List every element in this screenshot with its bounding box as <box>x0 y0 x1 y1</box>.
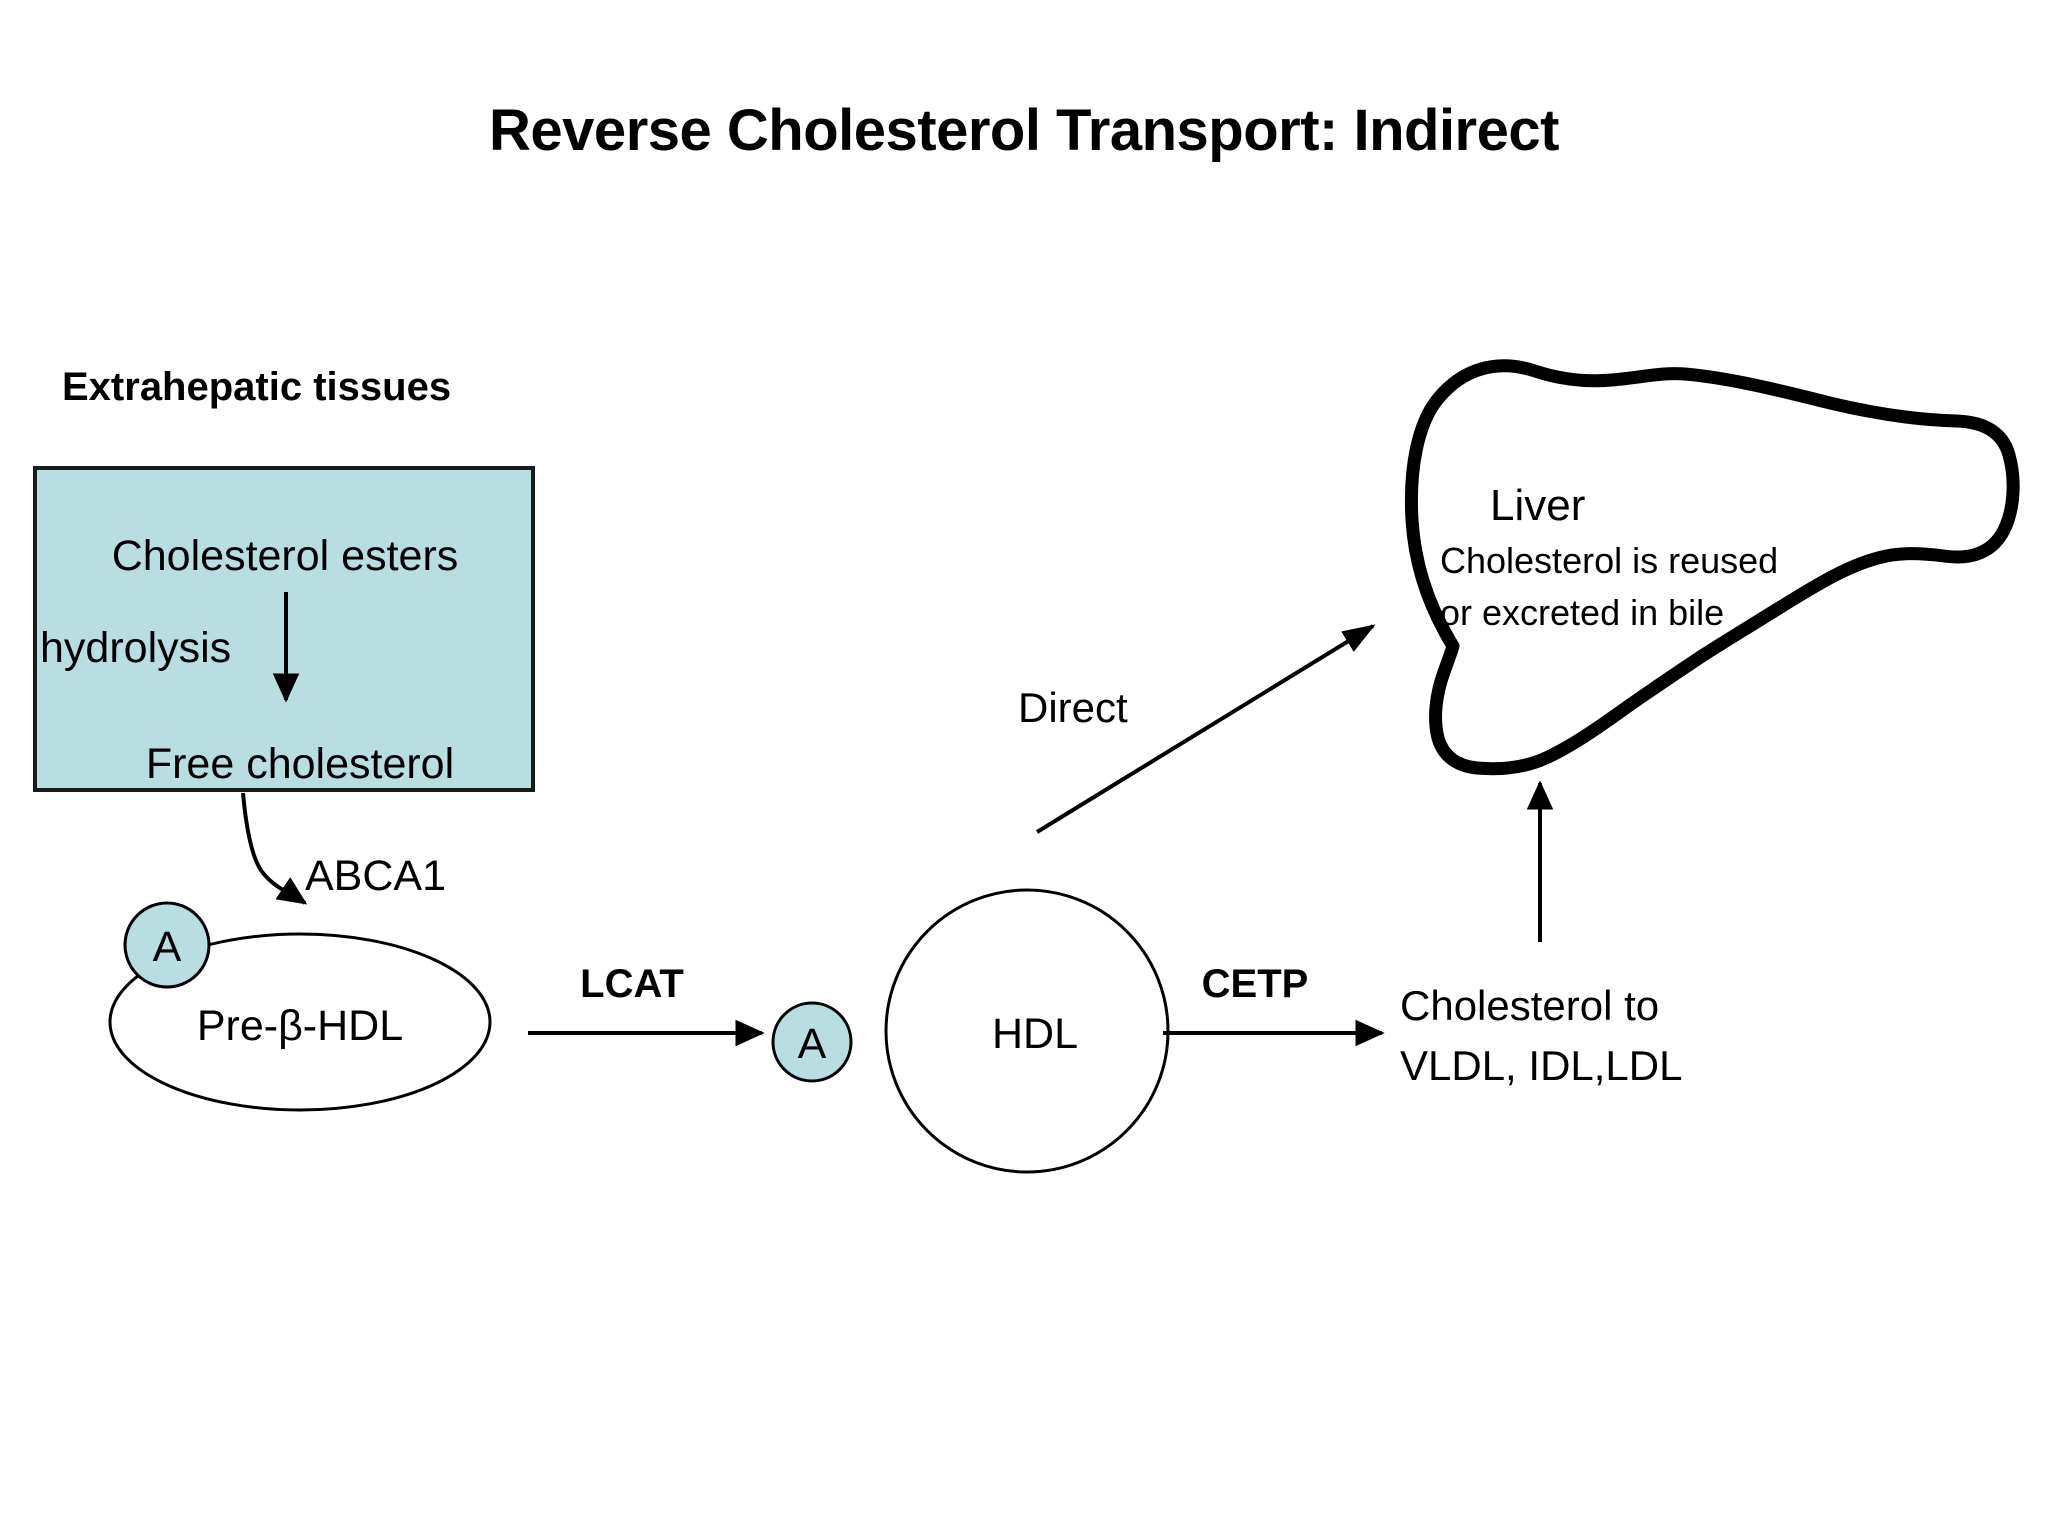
lcat-label: LCAT <box>580 962 684 1006</box>
apoa1-circle-prebeta <box>123 901 211 989</box>
free-cholesterol-label: Free cholesterol <box>146 740 454 788</box>
cetp-label: CETP <box>1202 962 1309 1006</box>
liver-note-line1: Cholesterol is reused <box>1440 540 1778 581</box>
liver-label: Liver <box>1490 481 1585 530</box>
cetp-target-line1: Cholesterol to <box>1400 982 1659 1029</box>
direct-arrow <box>1035 624 1376 834</box>
cetp-target-line2: VLDL, IDL,LDL <box>1400 1042 1682 1089</box>
abca1-arrow <box>241 792 308 905</box>
abca1-label: ABCA1 <box>305 852 446 900</box>
page-title: Reverse Cholesterol Transport: Indirect <box>489 98 1559 163</box>
apoa1-letter-prebeta: A <box>153 923 182 971</box>
extrahepatic-tissues-label: Extrahepatic tissues <box>62 365 451 409</box>
apoa1-letter-hdl: A <box>798 1020 827 1068</box>
liver-note-line2: or excreted in bile <box>1440 592 1724 633</box>
pre-beta-hdl-particle <box>108 932 492 1112</box>
apoa1-circle-hdl <box>771 1001 853 1083</box>
pre-beta-hdl-label: Pre-β-HDL <box>197 1002 403 1050</box>
direct-pathway-label: Direct <box>1018 684 1128 731</box>
cholesterol-esters-label: Cholesterol esters <box>112 532 459 580</box>
hydrolysis-label: hydrolysis <box>40 624 231 672</box>
liver-outline <box>1404 359 2020 776</box>
hdl-label: HDL <box>992 1010 1078 1058</box>
